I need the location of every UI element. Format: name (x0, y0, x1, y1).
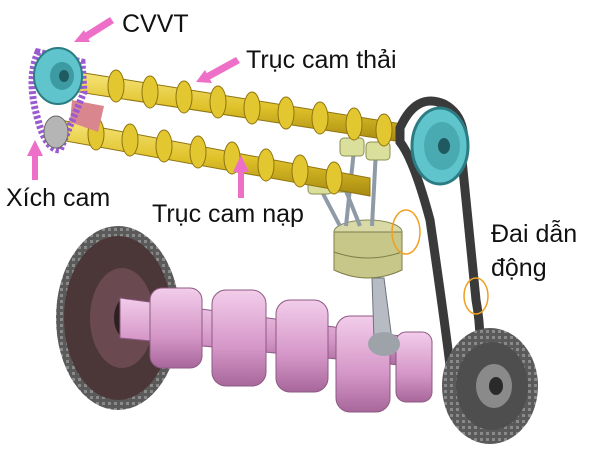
callout-arrows (27, 17, 249, 198)
crank-pulley (442, 328, 538, 444)
label-timing-belt-line1: Đai dẫn (491, 220, 578, 248)
label-cvvt: CVVT (122, 10, 189, 38)
guide-ring-lower (463, 277, 489, 315)
cvvt-unit (33, 47, 83, 105)
cam-bracket (70, 100, 104, 132)
cam-chain (28, 47, 88, 154)
cam-pulley (410, 106, 470, 186)
label-exhaust-camshaft: Trục cam thải (246, 46, 397, 74)
guide-ring-upper (391, 209, 421, 255)
crankshaft (119, 287, 433, 413)
label-cam-chain: Xích cam (6, 184, 111, 212)
label-intake-camshaft: Trục cam nạp (152, 200, 304, 228)
arrow-exhaust-camshaft (196, 57, 240, 83)
label-timing-belt-line2: động (491, 254, 547, 282)
exhaust-camshaft (77, 69, 403, 147)
arrow-cam-chain (27, 140, 43, 180)
arrow-intake-camshaft (233, 155, 249, 198)
arrow-cvvt (74, 17, 114, 42)
piston-assembly (333, 219, 403, 356)
intake-sprocket (43, 115, 69, 149)
